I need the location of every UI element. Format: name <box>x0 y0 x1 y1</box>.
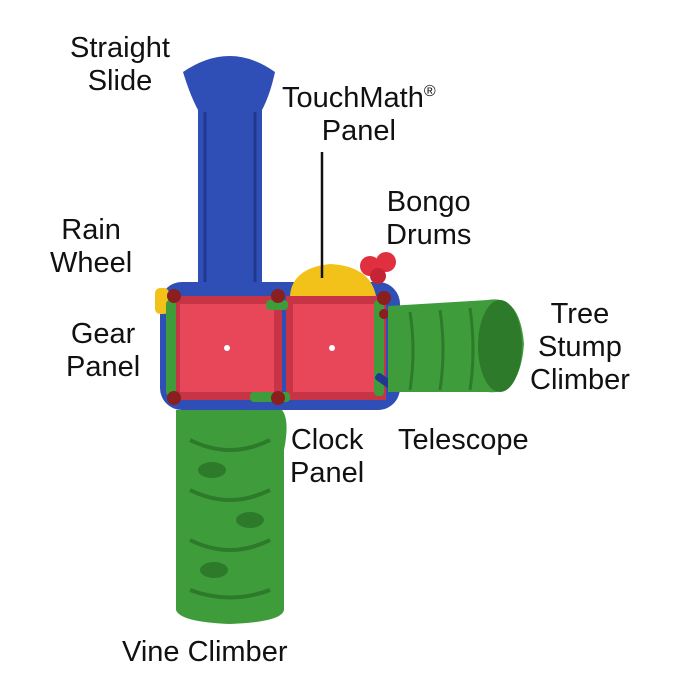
label-telescope: Telescope <box>398 424 529 456</box>
straight-slide <box>183 56 275 300</box>
label-touchmath-panel: TouchMath® Panel <box>282 82 436 147</box>
deck-panels <box>172 296 386 400</box>
label-clock-panel: Clock Panel <box>290 424 365 489</box>
vine-climber <box>176 410 287 624</box>
deck-posts <box>167 289 391 405</box>
tree-stump-climber <box>388 299 524 393</box>
touchmath-roof <box>290 264 376 296</box>
label-bongo-drums: Bongo Drums <box>386 186 472 251</box>
label-tree-stump-climber: Tree Stump Climber <box>530 298 630 396</box>
label-gear-panel: Gear Panel <box>66 318 141 383</box>
rain-wheel <box>155 288 169 314</box>
bongo-drums <box>360 252 396 284</box>
label-rain-wheel: Rain Wheel <box>50 214 133 279</box>
label-straight-slide: Straight Slide <box>70 32 170 97</box>
label-vine-climber: Vine Climber <box>122 636 288 668</box>
